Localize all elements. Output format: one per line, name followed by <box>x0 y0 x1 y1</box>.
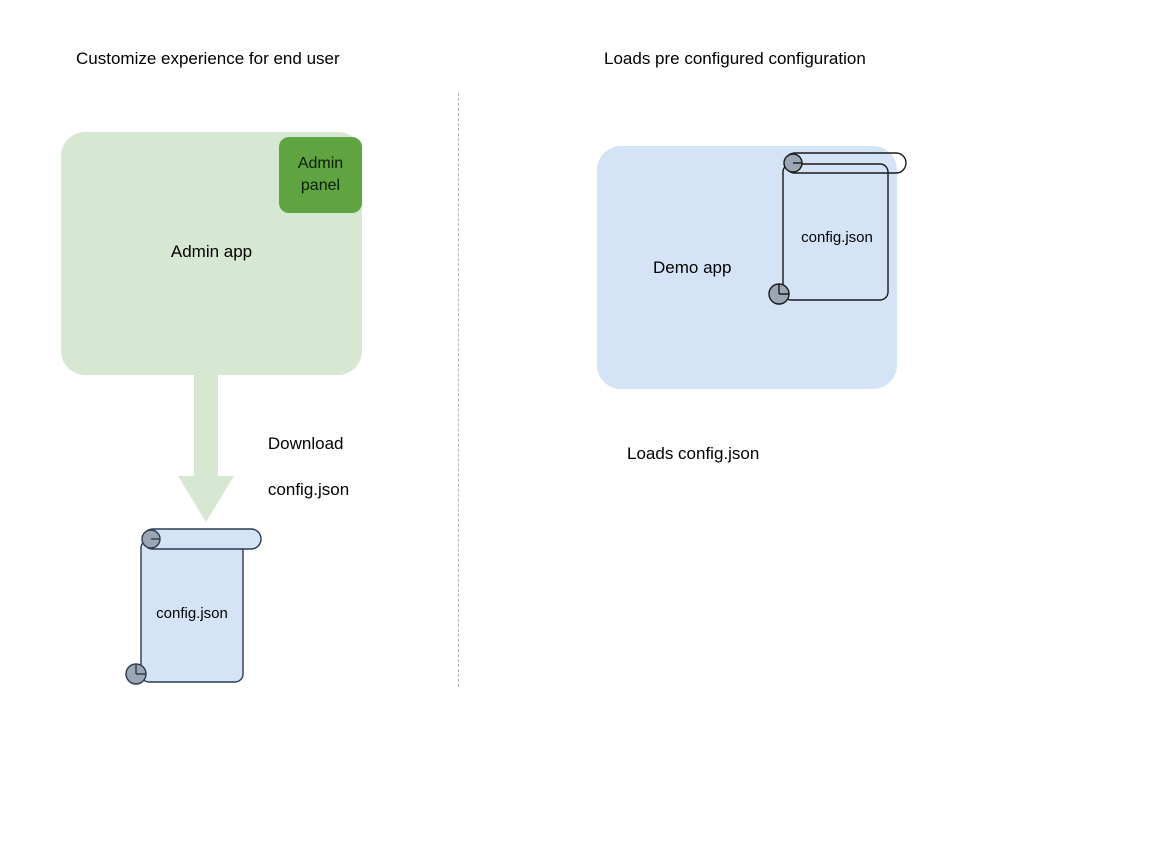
scroll-bottom-curl-line <box>778 284 789 295</box>
admin-panel-box[interactable]: Admin panel <box>279 137 362 213</box>
config-file-scroll-left[interactable]: config.json <box>118 526 268 692</box>
scroll-bottom-curl-line <box>135 664 146 675</box>
demo-app-label: Demo app <box>653 258 732 277</box>
download-arrow-label-line2: config.json <box>267 480 350 499</box>
right-column-title: Loads pre configured configuration <box>604 49 866 68</box>
download-arrow-label-line1: Download <box>267 434 344 453</box>
column-divider <box>458 93 459 687</box>
config-file-label-right: config.json <box>801 229 873 246</box>
demo-app-box: Demo app <box>597 146 897 389</box>
admin-panel-label: Admin panel <box>298 153 343 197</box>
admin-panel-label-line1: Admin <box>297 155 344 172</box>
download-arrow-icon <box>178 370 234 522</box>
loads-config-caption: Loads config.json <box>627 444 760 463</box>
admin-app-label: Admin app <box>170 242 253 261</box>
config-file-label-left: config.json <box>156 605 228 622</box>
scroll-body <box>782 163 889 301</box>
config-file-scroll-right[interactable]: config.json <box>765 150 915 313</box>
download-arrow-label: Download config.json <box>249 409 349 524</box>
admin-panel-label-line2: panel <box>300 177 341 194</box>
left-column-title: Customize experience for end user <box>76 49 340 68</box>
